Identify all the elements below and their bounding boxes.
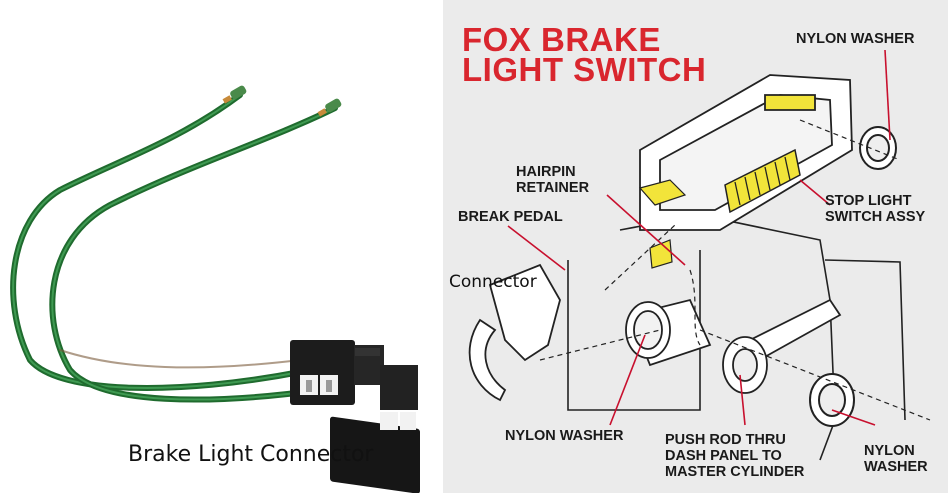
hairpin-retainer-shape [638, 179, 687, 269]
bushing-shape [625, 298, 712, 367]
dash-panel-outline [567, 214, 906, 461]
label-push-rod-line2: DASH PANEL TO [665, 448, 782, 464]
label-break-pedal: BREAK PEDAL [458, 209, 563, 225]
dashed-guides [539, 119, 931, 421]
label-push-rod: PUSH ROD THRU DASH PANEL TO MASTER CYLIN… [665, 432, 804, 480]
push-rod-shape [722, 298, 842, 394]
label-nylon-washer-top: NYLON WASHER [796, 31, 915, 47]
diagram-title-line2: LIGHT SWITCH [462, 51, 707, 88]
diagram-panel [443, 0, 948, 493]
switch-spring [724, 148, 801, 214]
label-nylon-washer-bottom: NYLON WASHER [505, 428, 624, 444]
connector-housing [290, 340, 420, 493]
connector-wires [10, 92, 338, 403]
label-hairpin-retainer: HAIRPIN RETAINER [516, 164, 589, 196]
washer-top-shape [859, 126, 897, 170]
connector-photo-panel [0, 0, 443, 493]
label-stop-light-switch: STOP LIGHT SWITCH ASSY [825, 193, 925, 225]
label-stop-light-line1: STOP LIGHT [825, 193, 912, 209]
label-nylon-right-line2: WASHER [864, 459, 928, 475]
label-push-rod-line1: PUSH ROD THRU [665, 432, 786, 448]
leader-lines [507, 49, 891, 426]
diagram-title: FOX BRAKE LIGHT SWITCH [462, 21, 762, 88]
label-nylon-washer-right: NYLON WASHER [864, 443, 928, 475]
switch-bracket [639, 74, 853, 231]
pedal-arm-shape [468, 263, 561, 402]
label-hairpin-line2: RETAINER [516, 180, 590, 196]
connector-caption: Brake Light Connector [128, 442, 374, 467]
label-connector: Connector [449, 272, 537, 292]
label-push-rod-line3: MASTER CYLINDER [665, 464, 805, 480]
wire-tips [222, 85, 342, 117]
diagram-title-line1: FOX BRAKE [462, 21, 661, 58]
label-nylon-right-line1: NYLON [864, 443, 915, 459]
label-stop-light-line2: SWITCH ASSY [825, 209, 926, 225]
washer-right-shape [809, 373, 855, 427]
label-hairpin-line1: HAIRPIN [516, 164, 576, 180]
